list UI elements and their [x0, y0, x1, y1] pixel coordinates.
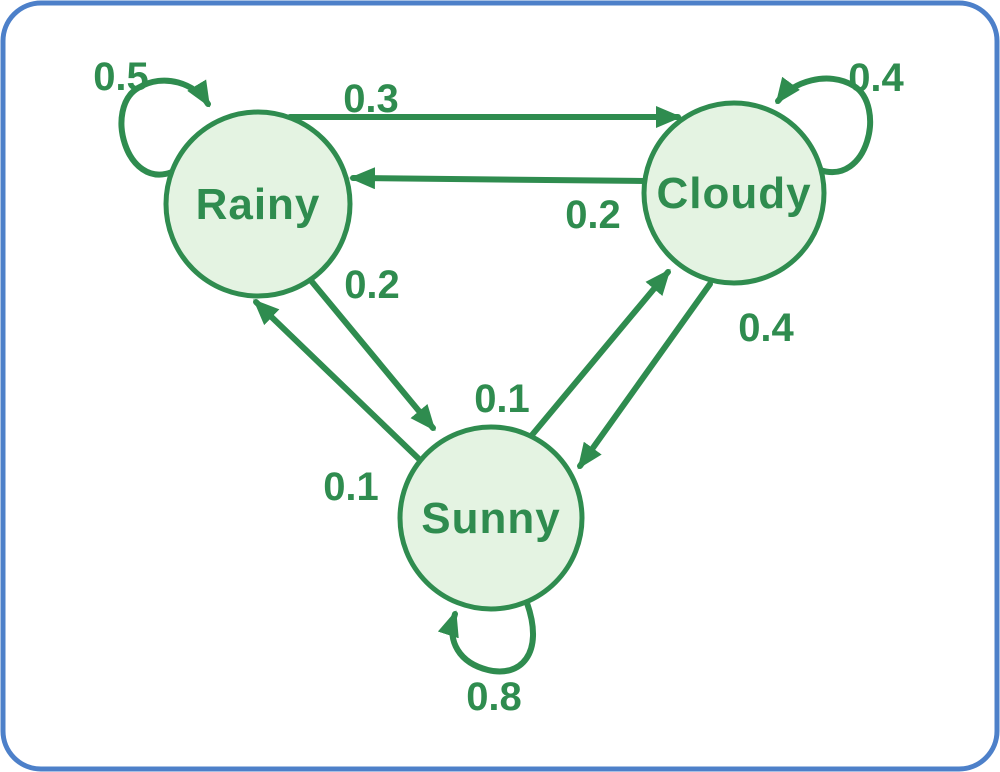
- node-sunny-label: Sunny: [421, 494, 560, 543]
- prob-sunny-to-cloudy: 0.1: [474, 377, 530, 421]
- prob-rainy-self: 0.5: [93, 55, 149, 99]
- edge-rainy-to-sunny-arrow: [305, 274, 436, 432]
- node-rainy: [163, 109, 353, 299]
- prob-rainy-to-sunny: 0.2: [344, 263, 400, 307]
- prob-sunny-self: 0.8: [466, 675, 522, 719]
- node-rainy-label: Rainy: [196, 180, 321, 229]
- prob-cloudy-to-sunny: 0.4: [738, 306, 794, 350]
- node-cloudy: [641, 100, 827, 286]
- self-loop-cloudy-arrow: [775, 75, 874, 176]
- self-loop-sunny-arrow: [437, 600, 536, 675]
- prob-cloudy-self: 0.4: [848, 56, 904, 100]
- edge-sunny-to-rainy-arrow: [253, 299, 423, 463]
- edge-sunny-to-cloudy-arrow: [529, 268, 671, 438]
- node-cloudy-label: Cloudy: [656, 169, 811, 218]
- node-sunny: [397, 424, 585, 612]
- self-loop-rainy-arrow: [118, 77, 211, 178]
- edge-cloudy-to-sunny-arrow: [577, 281, 713, 470]
- edge-cloudy-to-rainy-arrow: [349, 167, 648, 190]
- prob-sunny-to-rainy: 0.1: [323, 465, 379, 509]
- prob-cloudy-to-rainy: 0.2: [565, 193, 621, 237]
- prob-rainy-to-cloudy: 0.3: [343, 77, 399, 121]
